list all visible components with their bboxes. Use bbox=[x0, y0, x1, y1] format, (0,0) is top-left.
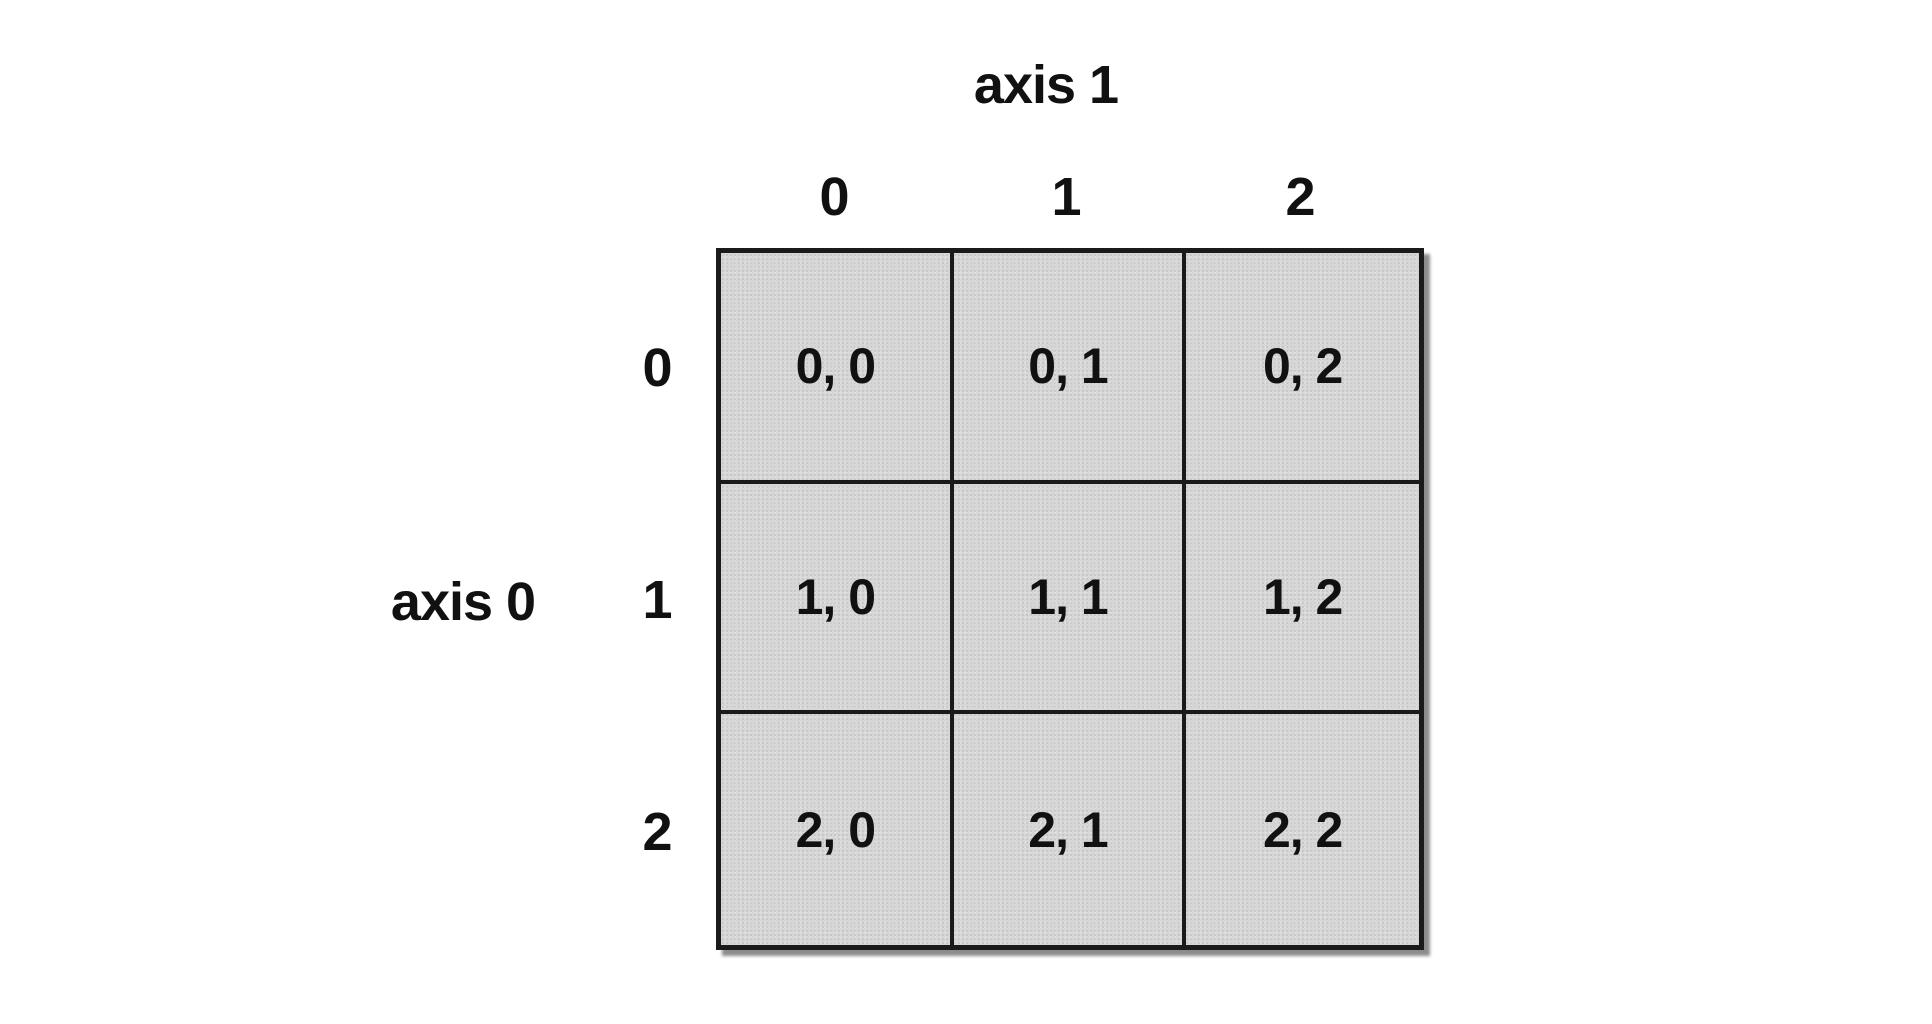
row-header-1: 1 bbox=[642, 570, 672, 630]
grid-cell-1-2: 1, 2 bbox=[1186, 484, 1419, 715]
row-header-0: 0 bbox=[642, 338, 672, 398]
grid-cell-0-2: 0, 2 bbox=[1186, 253, 1419, 484]
column-header-1: 1 bbox=[1051, 167, 1081, 227]
grid-cell-0-0: 0, 0 bbox=[721, 253, 954, 484]
column-header-2: 2 bbox=[1285, 167, 1315, 227]
array-grid: 0, 0 0, 1 0, 2 1, 0 1, 1 1, 2 2, 0 2, 1 … bbox=[716, 248, 1424, 950]
axis-0-label: axis 0 bbox=[390, 572, 536, 632]
grid-cell-2-0: 2, 0 bbox=[721, 714, 954, 945]
grid-cell-2-1: 2, 1 bbox=[954, 714, 1187, 945]
grid-cell-1-0: 1, 0 bbox=[721, 483, 954, 715]
column-header-0: 0 bbox=[819, 167, 849, 227]
grid-cell-2-2: 2, 2 bbox=[1262, 801, 1343, 858]
grid-cell-1-1: 1, 1 bbox=[953, 483, 1187, 715]
row-header-2: 2 bbox=[642, 802, 672, 862]
grid-cell-0-1: 0, 1 bbox=[953, 253, 1187, 484]
axis-1-label: axis 1 bbox=[973, 55, 1119, 115]
